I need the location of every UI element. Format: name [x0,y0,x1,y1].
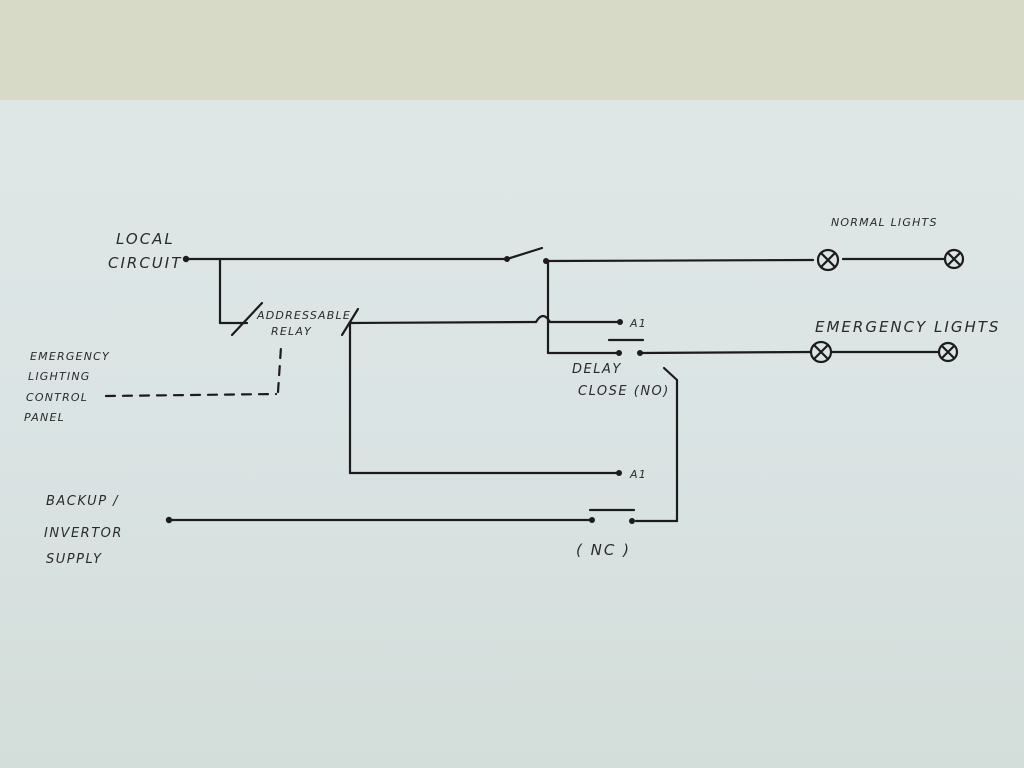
switch-drop-wire [546,259,618,355]
emergency-lamp-1 [809,340,833,364]
delay-close-contact [607,338,645,356]
backup-label-3: SUPPLY [46,552,102,567]
control-dashed-line [104,345,283,398]
nc-contact [588,508,636,524]
panel-label-2: LIGHTING [28,370,90,383]
main-switch [504,246,549,264]
local-circuit-label-1: LOCAL [116,230,175,248]
panel-label-1: EMERGENCY [30,350,110,363]
local-circuit-label-2: CIRCUIT [108,254,182,272]
backup-label-2: INVERTOR [44,526,123,541]
relay-branch-wire [218,257,264,337]
addressable-relay-label-2: RELAY [271,325,312,338]
emergency-lamp-2 [937,341,959,363]
normal-lamp-1 [816,248,840,272]
relay-output-wire [340,307,623,337]
backup-supply-line [165,516,592,524]
contact-link-wire [634,366,679,523]
delay-close-label-1: DELAY [572,362,622,377]
paper-sheet [0,100,1024,768]
coil-a1-bottom-label: A1 [629,468,647,481]
normal-lamp-2 [943,248,965,270]
addressable-relay-label-1: ADDRESSABLE [256,309,351,322]
backup-label-1: BACKUP / [46,494,119,509]
delay-close-label-2: CLOSE (NO) [578,384,670,399]
panel-label-3: CONTROL [26,391,88,404]
normal-lights-line [544,257,946,263]
background-wall [0,0,1024,100]
nc-contact-label: ( NC ) [576,541,631,559]
coil-a1-top-label: A1 [629,317,647,330]
normal-lights-label: NORMAL LIGHTS [831,216,938,229]
local-circuit-line [182,255,509,263]
relay-lower-wire [348,321,622,476]
emergency-lights-line [638,350,940,355]
emergency-lights-label: EMERGENCY LIGHTS [815,318,1000,336]
panel-label-4: PANEL [24,411,65,424]
